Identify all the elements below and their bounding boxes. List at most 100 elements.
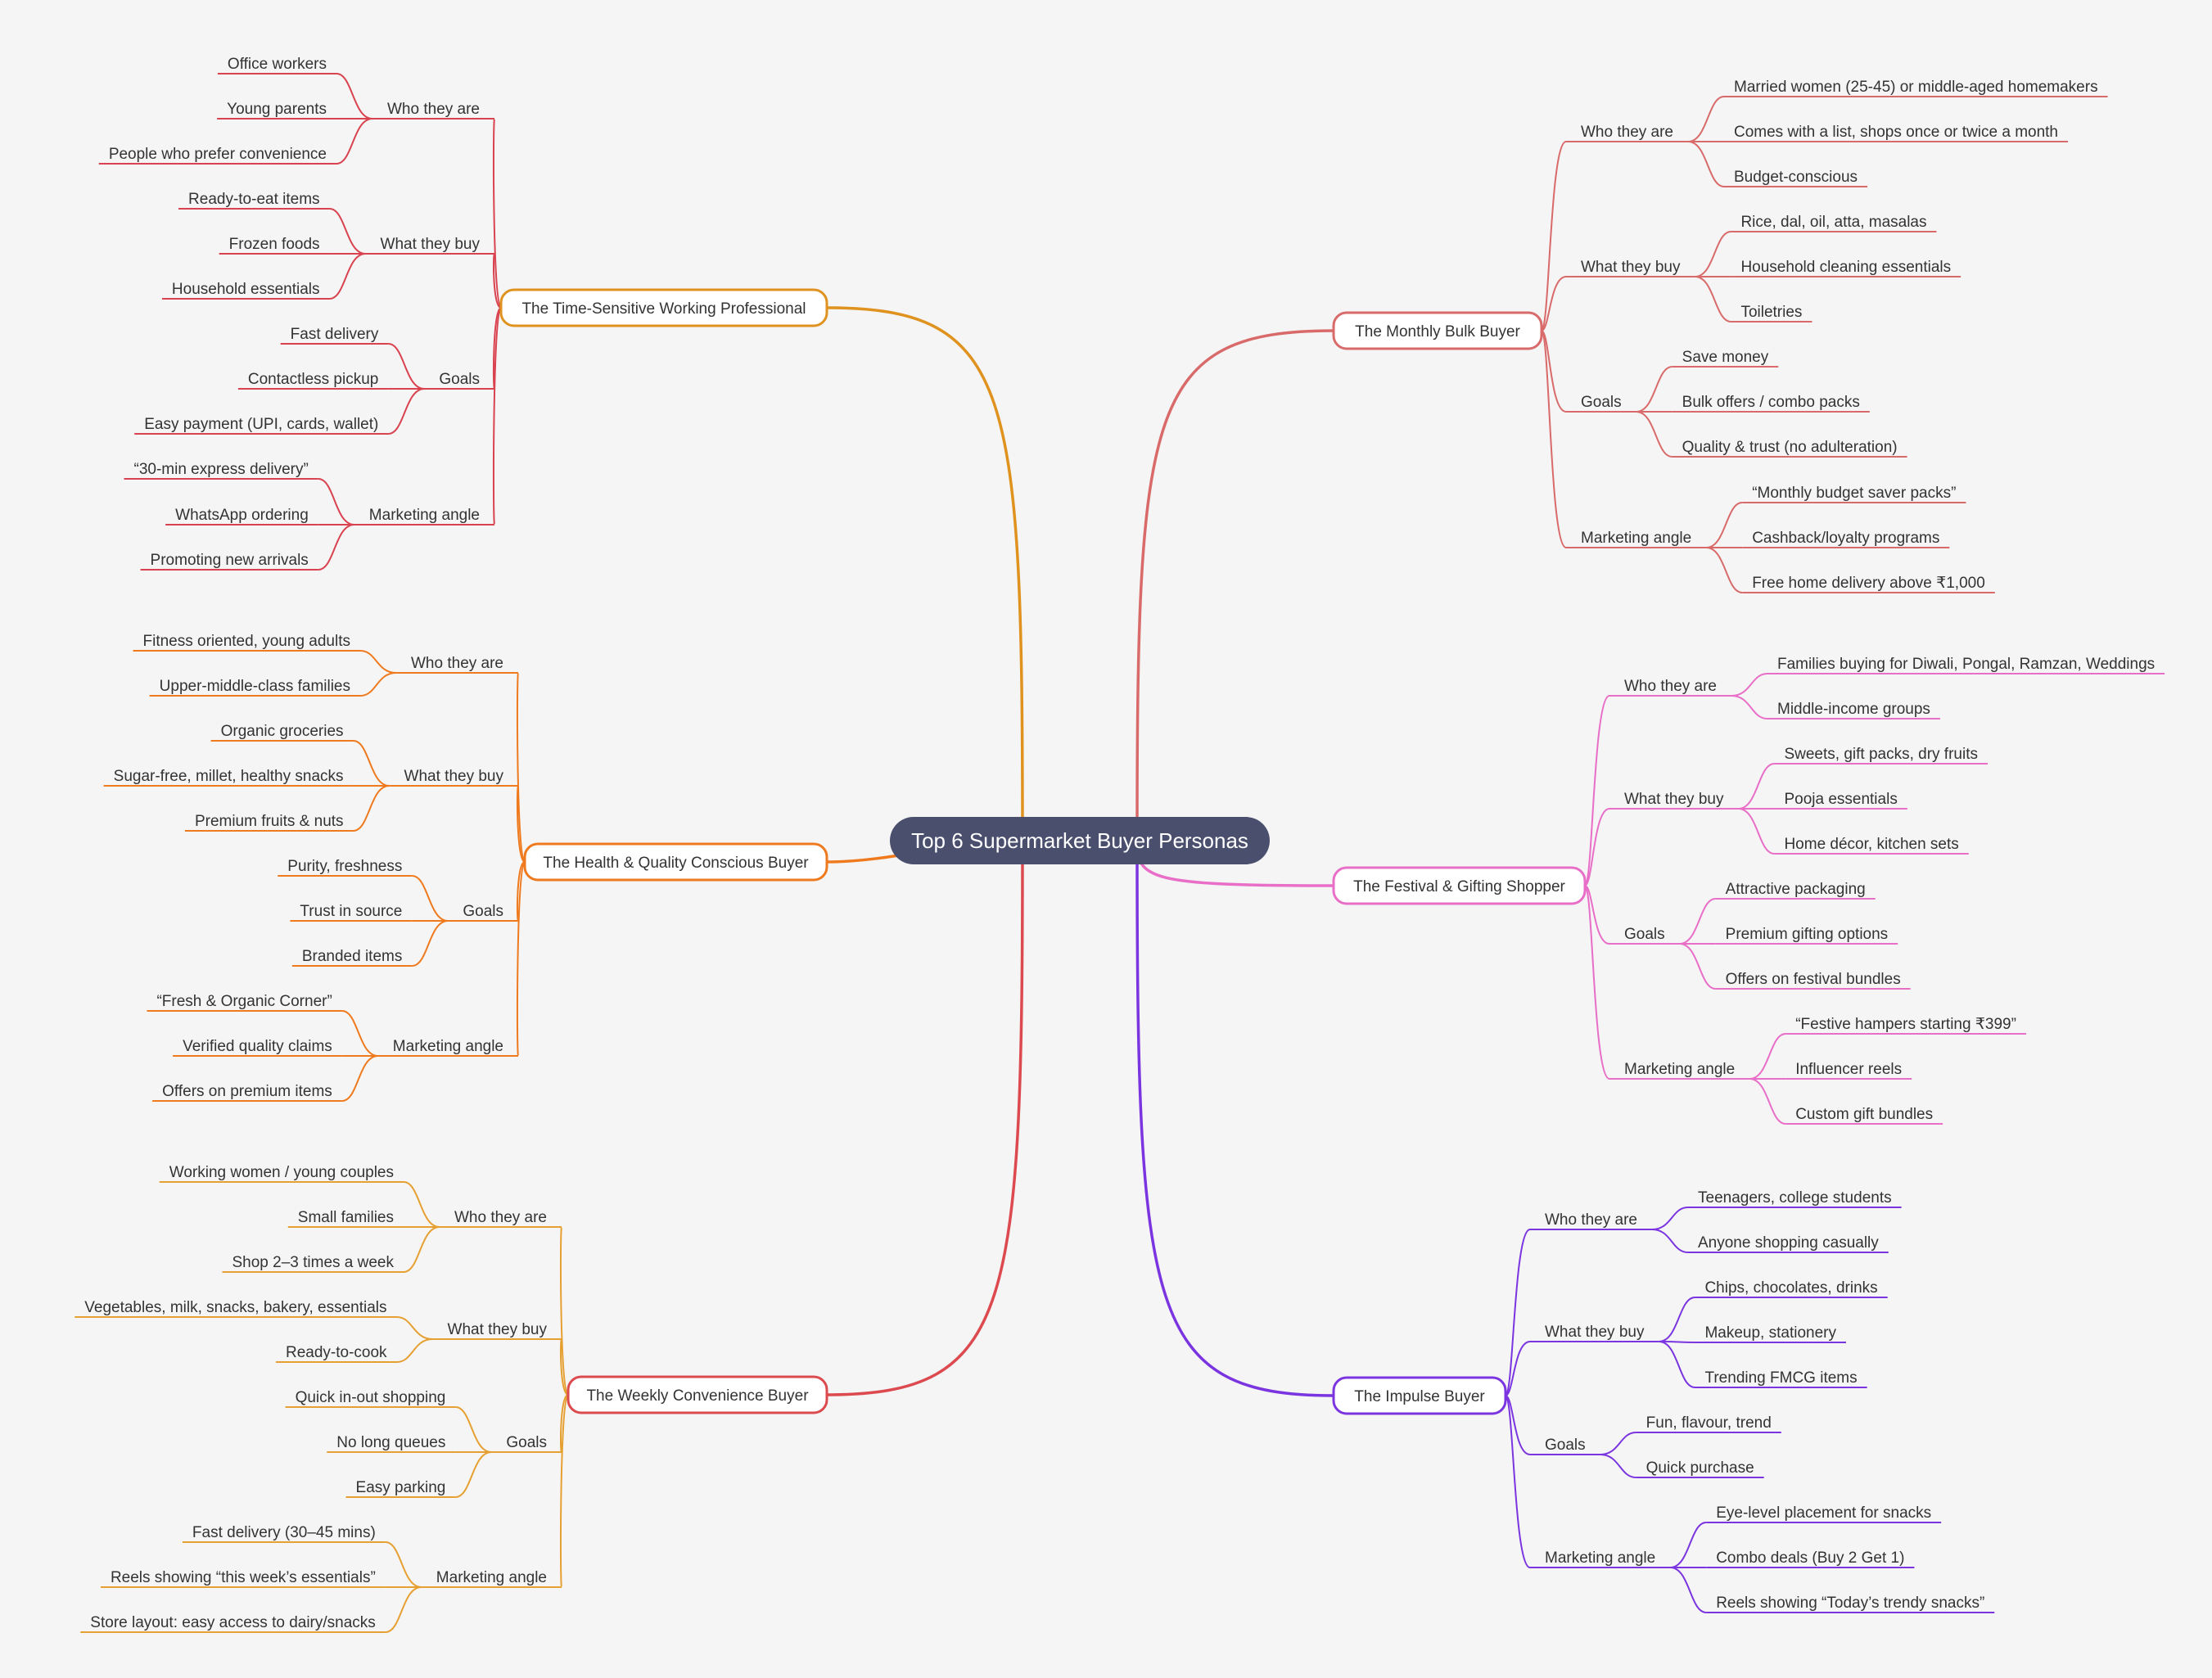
leaf-label: Easy parking (356, 1479, 446, 1496)
category-label: Who they are (1581, 124, 1673, 141)
leaf-label: Reels showing “Today’s trendy snacks” (1716, 1595, 1984, 1612)
leaf-label: Free home delivery above ₹1,000 (1752, 575, 1985, 592)
category-marketing-angle: Marketing angle“Festive hampers starting… (1624, 1016, 2016, 1123)
leaf-label: Bulk offers / combo packs (1682, 394, 1860, 411)
category-connector (1584, 808, 1610, 886)
category-label: What they buy (1545, 1324, 1645, 1341)
leaf-connector (1636, 411, 1673, 458)
leaf-connector (1706, 502, 1743, 548)
branch-5: The Festival & Gifting Shopper Who they a… (1332, 656, 2155, 1123)
leaf-label: Combo deals (Buy 2 Get 1) (1716, 1549, 1904, 1567)
leaf-label: Toiletries (1740, 304, 1802, 321)
branch-node[interactable] (523, 842, 828, 882)
leaf-label: Organic groceries (221, 723, 344, 740)
branch-label: The Impulse Buyer (1354, 1388, 1485, 1405)
leaf-label: Household essentials (172, 281, 320, 298)
category-connector (1505, 1395, 1531, 1568)
leaf-connector (385, 1541, 422, 1588)
leaf-label: Married women (25-45) or middle-aged hom… (1734, 79, 2098, 96)
leaf-label: “Fresh & Organic Corner” (156, 993, 332, 1010)
category-label: What they buy (404, 768, 504, 785)
leaf-connector (318, 478, 354, 526)
category-connector (1505, 1395, 1531, 1455)
leaf-connector (1687, 141, 1725, 187)
category-label: What they buy (448, 1321, 548, 1338)
leaf-connector (353, 785, 390, 832)
branch-label: The Weekly Convenience Buyer (586, 1387, 809, 1405)
category-connector (1541, 330, 1567, 413)
branch-connector (826, 306, 1024, 841)
leaf-label: Premium gifting options (1726, 926, 1889, 943)
category-label: What they buy (1581, 259, 1681, 276)
category-marketing-angle: Marketing angle“Monthly budget saver pac… (1581, 485, 1985, 592)
leaf-label: Fun, flavour, trend (1646, 1414, 1772, 1432)
leaf-label: Store layout: easy access to dairy/snack… (90, 1614, 376, 1631)
leaf-label: “30-min express delivery” (134, 461, 309, 478)
leaf-label: Sweets, gift packs, dry fruits (1784, 746, 1978, 763)
category-label: Goals (463, 903, 503, 920)
leaf-label: Influencer reels (1795, 1061, 1902, 1078)
leaf-connector (403, 1226, 440, 1273)
leaf-connector (1670, 1567, 1707, 1613)
branch-node[interactable] (1332, 866, 1587, 905)
branch-3: The Weekly Convenience Buyer Who they are… (84, 1164, 828, 1631)
leaf-connector (353, 740, 390, 787)
leaf-label: No long queues (336, 1434, 445, 1451)
leaf-label: Comes with a list, shops once or twice a… (1734, 124, 2058, 141)
leaf-label: Attractive packaging (1726, 881, 1866, 898)
leaf-label: Reels showing “this week’s essentials” (111, 1569, 376, 1586)
category-connector (1541, 330, 1567, 548)
leaf-connector (1659, 1297, 1695, 1342)
branch-connector (1135, 329, 1334, 841)
category-connector (559, 1226, 569, 1396)
leaf-connector (1651, 1229, 1689, 1253)
leaf-connector (396, 1338, 433, 1363)
leaf-connector (1731, 695, 1768, 719)
category-connector (559, 1394, 569, 1453)
branch-node[interactable] (1332, 311, 1543, 350)
branch-node[interactable] (1332, 1376, 1507, 1415)
branch-node[interactable] (567, 1375, 828, 1414)
branch-node[interactable] (499, 288, 828, 327)
category-connector (516, 785, 526, 863)
category-label: Marketing angle (436, 1569, 547, 1586)
category-label: Who they are (1545, 1211, 1637, 1229)
leaf-label: Contactless pickup (248, 371, 378, 388)
category-connector (516, 672, 526, 863)
branch-connector (1135, 840, 1334, 1397)
category-what-they-buy: What they buy Rice, dal, oil, atta, masal… (1581, 214, 1951, 321)
leaf-connector (455, 1451, 492, 1498)
leaf-label: Office workers (228, 56, 327, 73)
category-marketing-angle: Marketing angle “30-min express delivery”… (134, 461, 481, 569)
leaf-label: Small families (298, 1209, 394, 1226)
branch-connector (826, 840, 1024, 1396)
leaf-connector (1695, 231, 1731, 277)
leaf-label: Shop 2–3 times a week (232, 1254, 394, 1271)
category-label: Goals (439, 371, 480, 388)
leaf-label: Branded items (302, 948, 403, 965)
connector-lines (74, 73, 2165, 1633)
leaf-connector (359, 672, 397, 697)
leaf-label: WhatsApp ordering (175, 507, 309, 524)
leaf-connector (1687, 96, 1725, 142)
leaf-label: Quality & trust (no adulteration) (1682, 439, 1898, 456)
category-connector (516, 861, 526, 922)
leaf-label: Makeup, stationery (1704, 1324, 1836, 1342)
branch-label: The Festival & Gifting Shopper (1353, 878, 1565, 895)
leaf-label: Rice, dal, oil, atta, masalas (1740, 214, 1926, 231)
category-label: Marketing angle (369, 507, 480, 524)
leaf-label: Cashback/loyalty programs (1752, 530, 1939, 547)
root-node[interactable] (890, 817, 1270, 864)
leaf-label: Budget-conscious (1734, 169, 1858, 186)
